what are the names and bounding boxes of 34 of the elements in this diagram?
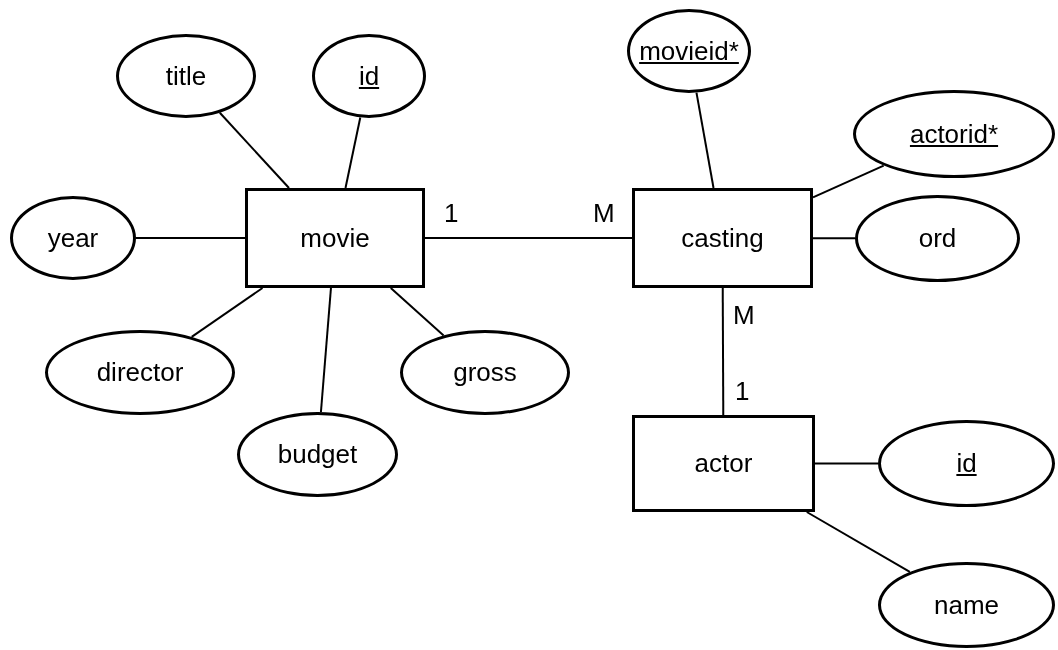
cardinality-label: M [733, 300, 755, 331]
attribute-name: budget [277, 439, 358, 470]
relationship-line [190, 287, 264, 338]
entity-name: casting [681, 222, 764, 254]
entity-box [245, 188, 425, 288]
entity-box [632, 415, 815, 512]
key-attribute-name: id [358, 60, 380, 92]
relationship-line [814, 462, 879, 465]
relationship-line [721, 287, 725, 416]
relationship-line [695, 91, 715, 189]
relationship-line [319, 287, 332, 414]
relationship-line [424, 237, 633, 239]
attribute-name: title [165, 60, 207, 92]
relationship-line [344, 116, 362, 189]
relationship-line [135, 237, 246, 239]
key-attribute-name: id [956, 448, 977, 479]
attribute-name: name [933, 589, 999, 621]
key-attribute-name: movieid* [639, 35, 739, 67]
attribute-name: ord [918, 223, 957, 254]
entity-name: actor [694, 448, 753, 479]
entity-name: movie [300, 222, 370, 254]
key-attribute-name: actorid* [909, 118, 999, 150]
relationship-line [805, 511, 911, 573]
attribute-name: director [96, 357, 184, 388]
entity-box [632, 188, 813, 288]
cardinality-label: 1 [735, 376, 750, 407]
cardinality-label: 1 [444, 198, 459, 229]
relationship-line [218, 111, 290, 189]
attribute-name: year [47, 222, 99, 254]
relationship-line [812, 237, 856, 240]
relationship-line [812, 164, 885, 199]
attribute-name: gross [453, 357, 517, 388]
cardinality-label: M [593, 198, 615, 229]
relationship-line [389, 287, 445, 337]
